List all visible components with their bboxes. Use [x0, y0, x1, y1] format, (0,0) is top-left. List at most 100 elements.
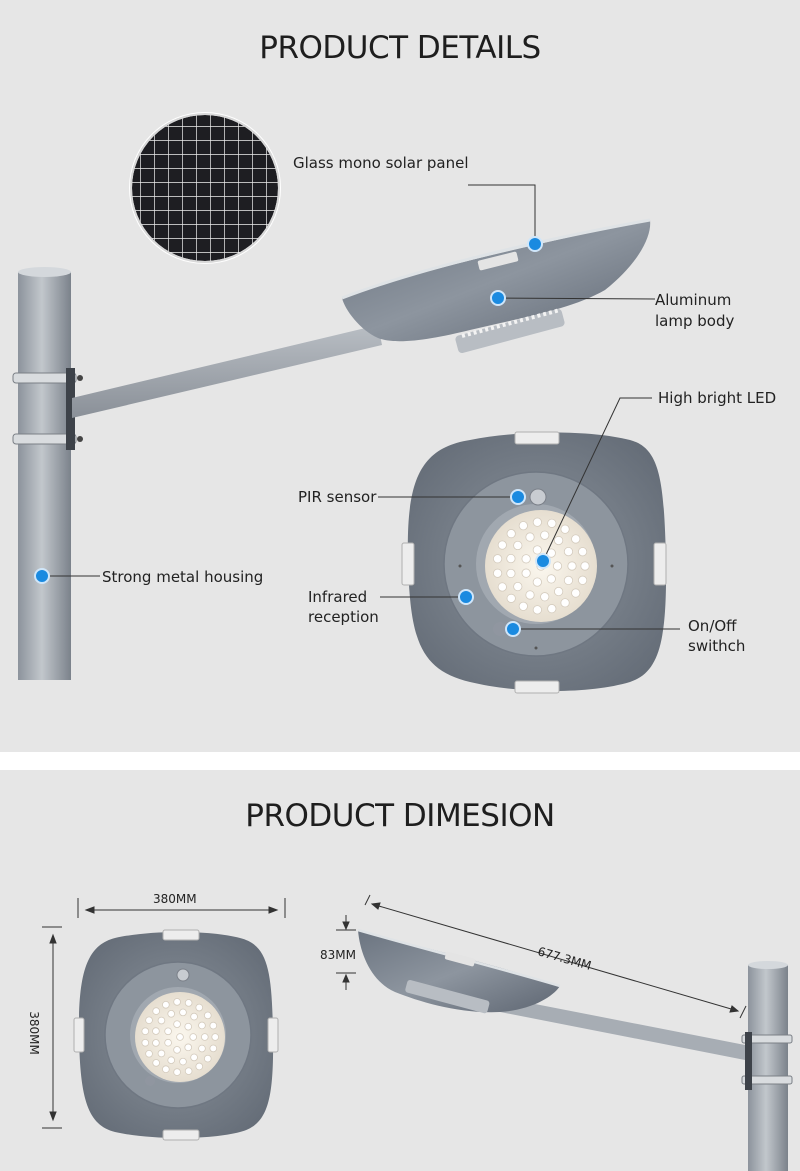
label-lamp-body-1: Aluminum [655, 291, 732, 309]
led-dot [525, 532, 535, 542]
led-dot [532, 517, 542, 527]
led-dot [563, 546, 574, 557]
marker-led [535, 553, 551, 569]
led-dot [162, 1065, 170, 1074]
led-dot [560, 524, 570, 534]
led-dot [571, 588, 581, 598]
led-dot [141, 1038, 150, 1047]
led-dot [173, 1068, 181, 1076]
thickness-dimension-line [336, 915, 356, 990]
product-details-panel: PRODUCT DETAILS [0, 0, 800, 752]
details-title: PRODUCT DETAILS [259, 30, 541, 66]
solar-panel-zoom [129, 112, 281, 264]
led-dot [497, 540, 507, 550]
led-dot [173, 998, 181, 1006]
product-dimension-panel: PRODUCT DIMESION [0, 770, 800, 1171]
lamp-side-view [341, 218, 651, 354]
led-dot [209, 1044, 218, 1053]
led-dot [580, 561, 590, 571]
led-dot [198, 1021, 206, 1030]
lamp-side-view-dim [357, 928, 793, 1171]
dimension-title: PRODUCT DIMESION [245, 798, 555, 834]
marker-housing [34, 568, 50, 584]
label-infrared-1: Infrared [308, 588, 368, 606]
led-dot [211, 1033, 220, 1041]
led-dot [184, 1022, 193, 1031]
led-dot [203, 1054, 212, 1063]
details-illustration [12, 112, 680, 694]
callout-lines [42, 184, 680, 630]
led-dot [195, 1003, 204, 1012]
thickness-label: 83MM [320, 948, 356, 962]
led-dot [547, 604, 557, 614]
led-dot [546, 574, 556, 584]
lamp-arm [72, 325, 382, 418]
led-dot [184, 1067, 193, 1075]
led-dot [506, 568, 516, 579]
led-dot [184, 1043, 193, 1052]
led-dot [157, 1016, 166, 1025]
label-infrared-2: reception [308, 608, 379, 626]
led-dot [554, 586, 564, 597]
led-dot [173, 1020, 181, 1028]
led-dot [145, 1016, 153, 1025]
marker-infrared [458, 589, 474, 605]
led-dot [540, 592, 550, 602]
led-dot [567, 561, 577, 571]
led-dot [521, 554, 531, 564]
led-dot [164, 1027, 172, 1036]
marker-switch [505, 621, 521, 637]
led-dot [141, 1027, 150, 1036]
street-pole [12, 267, 83, 680]
led-dot [201, 1033, 209, 1041]
label-pir: PIR sensor [298, 488, 377, 506]
led-dot [571, 534, 581, 544]
label-switch-2: swithch [688, 637, 746, 655]
led-dot [167, 1056, 176, 1064]
height-label: 380MM [26, 1011, 41, 1055]
led-dot [176, 1033, 184, 1041]
led-dot [190, 1053, 198, 1062]
led-dot [164, 1038, 172, 1047]
width-label: 380MM [153, 892, 197, 906]
led-dot [525, 590, 535, 600]
lamp-top-view [401, 431, 667, 694]
led-dot [506, 553, 516, 564]
led-dot [547, 518, 557, 528]
led-dot [532, 577, 542, 587]
led-dot [578, 547, 588, 557]
led-dot [521, 568, 531, 578]
label-housing: Strong metal housing [102, 568, 264, 586]
led-dot [198, 1044, 206, 1053]
lamp-top-view-dim [73, 929, 279, 1141]
led-dot [506, 529, 516, 539]
led-dot [152, 1039, 160, 1047]
led-dot [152, 1007, 160, 1015]
marker-solar-panel [527, 236, 543, 252]
led-dot [152, 1027, 160, 1035]
led-dot [179, 1057, 187, 1066]
led-dot [173, 1046, 181, 1054]
led-dot [195, 1062, 204, 1071]
led-array-dim [141, 998, 220, 1076]
led-dot [493, 554, 503, 564]
label-solar-panel: Glass mono solar panel [293, 154, 469, 172]
led-dot [518, 601, 528, 611]
led-dot [162, 1000, 170, 1009]
callout-markers [34, 236, 551, 637]
led-dot [203, 1011, 212, 1020]
led-dot [145, 1049, 153, 1058]
led-dot [552, 561, 563, 571]
led-dot [532, 605, 542, 615]
label-lamp-body-2: lamp body [655, 312, 735, 330]
height-dimension-line [42, 926, 62, 1129]
led-dot [179, 1008, 187, 1017]
led-dot [167, 1010, 176, 1018]
width-dimension-line [77, 898, 286, 918]
led-dot [209, 1021, 218, 1030]
led-dot [189, 1033, 198, 1041]
led-dot [152, 1059, 160, 1067]
led-dot [540, 530, 550, 540]
label-switch-1: On/Off [688, 617, 737, 635]
led-dot [560, 598, 570, 608]
